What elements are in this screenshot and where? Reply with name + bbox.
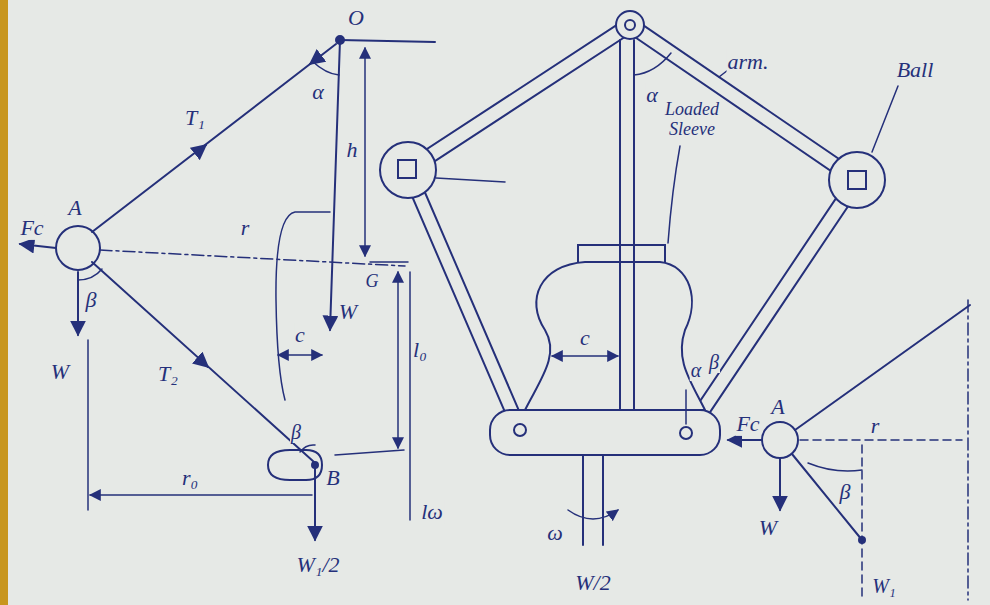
- top-line: [340, 40, 435, 42]
- force-arrow: [728, 439, 762, 441]
- symbol-label: β: [290, 421, 302, 443]
- radius-line: [800, 439, 962, 441]
- symbol-label: r: [240, 216, 251, 240]
- symbol-label: α: [311, 80, 325, 104]
- loaded-sleeve: [525, 262, 705, 410]
- angle-arc: [300, 445, 315, 452]
- angle-arc: [312, 61, 339, 75]
- leader-line: [668, 146, 680, 243]
- dimension-line: [552, 355, 618, 357]
- symbol-label: c: [294, 323, 306, 347]
- pin: [680, 427, 692, 439]
- ball: [762, 422, 798, 458]
- symbol-label: W₁/2: [295, 553, 340, 577]
- dimension-line: [397, 272, 399, 448]
- symbol-label: lω: [420, 500, 444, 524]
- lower-arm: [402, 167, 526, 433]
- angle-arc: [634, 53, 671, 75]
- upper-arm: [626, 19, 861, 186]
- top-pivot: [625, 20, 635, 30]
- ball: [829, 152, 885, 208]
- sleeve-load-arrow: [314, 468, 316, 540]
- top-pivot: [616, 11, 644, 39]
- symbol-label: A: [67, 196, 82, 220]
- ball: [380, 142, 436, 198]
- symbol-label: α: [645, 83, 659, 107]
- tension-arrow: [200, 360, 208, 367]
- rotation-arrow: [568, 510, 618, 519]
- dimension-line: [90, 494, 312, 496]
- pin: [514, 424, 526, 436]
- upper-link: [92, 44, 336, 232]
- symbol-label: β: [85, 288, 98, 312]
- spindle: [620, 40, 634, 415]
- tension-arrow: [196, 145, 206, 153]
- symbol-label: O: [347, 6, 365, 30]
- force-arrow: [20, 244, 56, 248]
- symbol-label: l₀: [412, 338, 428, 362]
- extension-line: [370, 261, 408, 263]
- symbol-label: W: [50, 360, 70, 384]
- sketch-line: [436, 178, 505, 182]
- vertical-line: [861, 445, 863, 600]
- lower-link: [792, 454, 862, 540]
- symbol-label: ω: [546, 521, 564, 545]
- symbol-label: h: [346, 138, 359, 162]
- ball-joint: [398, 160, 416, 178]
- central-load-arrow: [330, 40, 340, 330]
- leader-line: [872, 86, 898, 152]
- symbol-label: B: [325, 466, 340, 490]
- centre-line: [100, 250, 405, 266]
- extension-line: [335, 450, 404, 455]
- upper-link: [795, 305, 970, 430]
- symbol-label: β: [708, 351, 720, 373]
- bracket: [276, 212, 330, 400]
- extension-line: [87, 340, 89, 510]
- symbol-label: T₁: [184, 106, 206, 130]
- reference-line: [685, 390, 687, 424]
- sleeve-cap: [578, 245, 665, 262]
- weight-arrow: [779, 458, 781, 510]
- dimension-line: [364, 48, 366, 256]
- symbol-label: W₁: [871, 575, 897, 597]
- symbol-label: arm.: [727, 50, 770, 74]
- upper-arm: [404, 19, 634, 176]
- symbol-label: W: [338, 300, 358, 324]
- angle-arc: [78, 269, 102, 280]
- symbol-label: Ball: [896, 58, 935, 82]
- sleeve-block: [268, 450, 322, 480]
- symbol-label: Fc: [735, 412, 760, 436]
- symbol-label: Loaded Sleeve: [659, 100, 725, 140]
- angle-arc: [808, 463, 862, 471]
- symbol-label: c: [579, 326, 591, 350]
- symbol-label: Fc: [19, 216, 44, 240]
- symbol-label: β: [839, 480, 852, 504]
- symbol-label: r: [870, 414, 881, 438]
- axis-line: [967, 300, 969, 600]
- ball-joint: [848, 171, 866, 189]
- symbol-label: W/2: [574, 571, 611, 595]
- spindle: [583, 455, 603, 545]
- extension-line: [409, 272, 411, 520]
- paper-edge: [0, 0, 8, 605]
- lower-link: [92, 262, 314, 462]
- symbol-label: G: [365, 272, 380, 292]
- symbol-label: W: [758, 516, 778, 540]
- symbol-label: α: [690, 359, 703, 381]
- weight-arrow: [77, 272, 79, 335]
- symbol-label: T₂: [157, 362, 179, 386]
- dimension-line: [278, 354, 322, 356]
- symbol-label: r₀: [181, 466, 199, 490]
- lower-arm: [680, 176, 863, 439]
- symbol-label: A: [770, 395, 785, 419]
